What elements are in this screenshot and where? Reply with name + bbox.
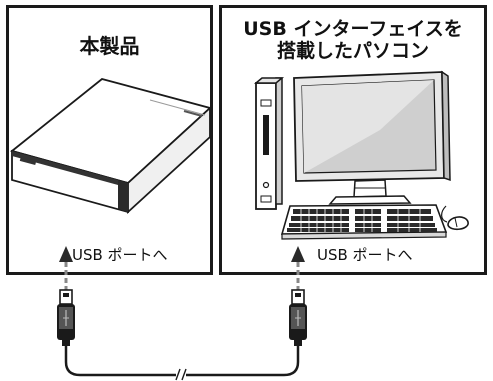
keyboard-icon: [280, 204, 448, 240]
device-port-label: USB ポートへ: [72, 246, 168, 264]
cable-break-mark-icon: [175, 368, 187, 381]
device-title: 本製品: [79, 34, 140, 58]
mouse-icon: [441, 205, 469, 231]
up-arrow-icon: [291, 246, 305, 262]
external-hard-drive-icon: [10, 78, 212, 215]
pc-title-line1: USB インターフェイスを: [243, 18, 463, 40]
cable-lead: [64, 262, 300, 290]
monitor-icon: [293, 70, 451, 205]
usb-plug-right-icon: [289, 289, 307, 346]
desktop-tower-icon: [253, 77, 285, 210]
pc-title-line2: 搭載したパソコン: [276, 40, 429, 62]
pc-port-label: USB ポートへ: [317, 246, 413, 264]
usb-plug-left-icon: [57, 289, 75, 346]
up-arrow-icon: [59, 246, 73, 262]
pc-title: USB インターフェイスを 搭載したパソコン: [222, 18, 484, 62]
